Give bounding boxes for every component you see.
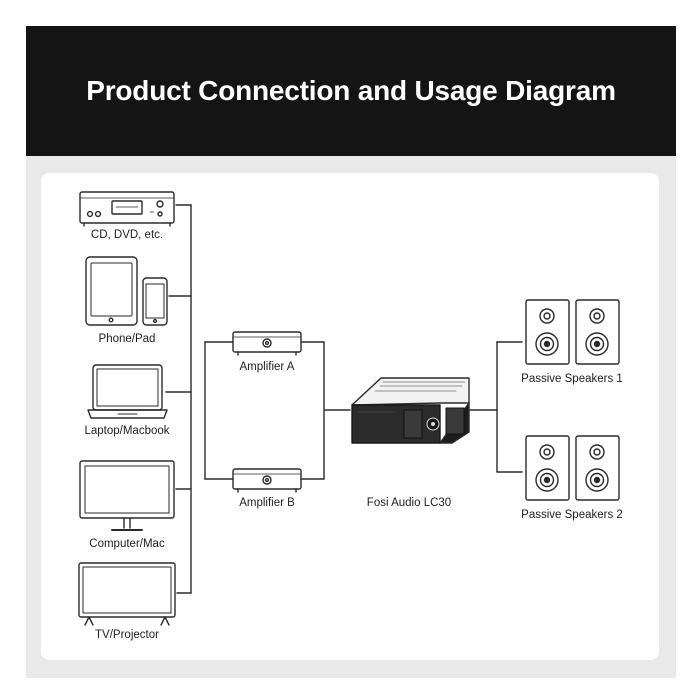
phone-tablet-icon: [85, 256, 168, 326]
monitor-icon: [79, 460, 175, 531]
amplifier-b-label: Amplifier B: [239, 497, 295, 509]
speakers-1-label: Passive Speakers 1: [521, 373, 623, 385]
amplifier-a-label: Amplifier A: [239, 361, 295, 373]
laptop-icon: [87, 364, 168, 419]
speakers-2-label: Passive Speakers 2: [521, 509, 623, 521]
header-bar: Product Connection and Usage Diagram: [26, 26, 676, 156]
amplifier-a-icon: [232, 331, 302, 356]
amplifier-connection-lines: [204, 341, 351, 480]
speaker-pair-2-icon: [525, 435, 620, 501]
speaker-connection-lines: [469, 341, 523, 473]
source-label-cd-dvd: CD, DVD, etc.: [90, 229, 164, 241]
speaker-pair-1-icon: [525, 299, 620, 365]
amplifier-b-icon: [232, 468, 302, 493]
cd-dvd-player-icon: [79, 191, 175, 227]
page-title: Product Connection and Usage Diagram: [86, 75, 616, 106]
tv-icon: [78, 562, 176, 626]
diagram-card: [41, 173, 659, 660]
source-connection-lines: [165, 204, 192, 594]
source-label-computer: Computer/Mac: [89, 538, 165, 550]
switcher-box-icon: [351, 377, 470, 444]
source-label-phone-pad: Phone/Pad: [98, 333, 156, 345]
device-label: Fosi Audio LC30: [366, 497, 452, 509]
source-label-tv: TV/Projector: [95, 629, 159, 641]
source-label-laptop: Laptop/Macbook: [84, 425, 170, 437]
